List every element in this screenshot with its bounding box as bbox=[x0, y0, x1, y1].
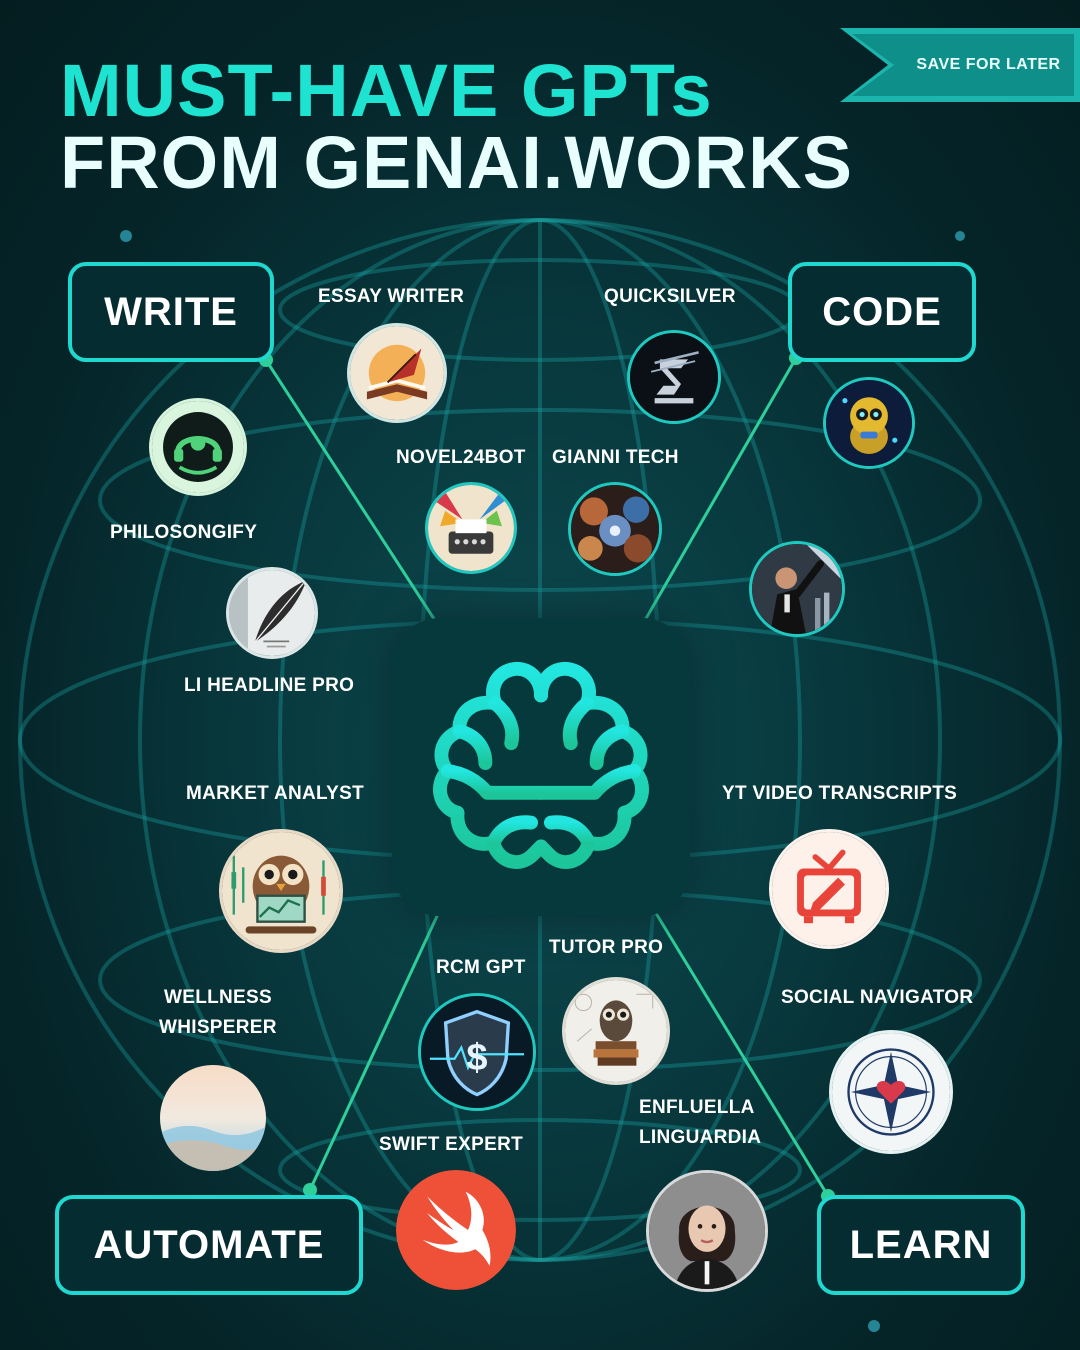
businessman-icon bbox=[752, 544, 842, 634]
gpt-label-swift-expert: SWIFT EXPERT bbox=[379, 1134, 523, 1155]
brain-icon bbox=[433, 661, 649, 869]
yt-video-transcripts-avatar[interactable] bbox=[769, 829, 889, 949]
category-automate: AUTOMATE bbox=[55, 1195, 363, 1295]
feather-icon bbox=[229, 570, 315, 656]
category-learn: LEARN bbox=[817, 1195, 1025, 1295]
gpt-label-yt-video-transcripts: YT VIDEO TRANSCRIPTS bbox=[722, 783, 958, 804]
businessman-avatar[interactable] bbox=[749, 541, 845, 637]
tv-pencil-icon bbox=[772, 832, 886, 946]
swift-expert-avatar[interactable] bbox=[396, 1170, 516, 1290]
save-for-later-button[interactable]: SAVE FOR LATER bbox=[916, 56, 1061, 73]
title-line-2: FROM GENAI.WORKS bbox=[60, 121, 853, 204]
sky-icon bbox=[160, 1065, 266, 1171]
category-code: CODE bbox=[788, 262, 976, 362]
gpt-label-wellness-line2: WHISPERER bbox=[159, 1017, 277, 1038]
gpt-label-enfluella-line1: ENFLUELLA bbox=[639, 1097, 755, 1118]
compass-heart-icon bbox=[832, 1033, 950, 1151]
headphones-logo-icon bbox=[152, 401, 244, 493]
title-line-1: MUST-HAVE GPTs bbox=[60, 49, 713, 132]
rcm-gpt-avatar[interactable]: $ bbox=[418, 993, 536, 1111]
swift-logo-icon bbox=[396, 1170, 516, 1290]
shield-dollar-icon: $ bbox=[421, 996, 533, 1108]
category-write: WRITE bbox=[68, 262, 274, 362]
gpt-label-gianni-tech: GIANNI TECH bbox=[552, 447, 679, 468]
gpt-label-essay-writer: ESSAY WRITER bbox=[318, 286, 465, 307]
gpt-label-tutor-pro: TUTOR PRO bbox=[549, 937, 664, 958]
quicksilver-avatar[interactable] bbox=[627, 330, 721, 424]
owl-books-icon bbox=[565, 980, 667, 1082]
save-ribbon-shape bbox=[840, 28, 1080, 102]
gpt-label-wellness-line1: WELLNESS bbox=[164, 987, 272, 1008]
wellness-whisperer-avatar[interactable] bbox=[160, 1065, 266, 1171]
typewriter-icon bbox=[428, 485, 514, 571]
svg-text:$: $ bbox=[466, 1037, 487, 1079]
gpt-label-market-analyst: MARKET ANALYST bbox=[186, 783, 365, 804]
owl-chart-icon bbox=[222, 832, 340, 950]
code-robot-avatar[interactable] bbox=[823, 377, 915, 469]
quicksilver-logo-icon bbox=[630, 333, 718, 421]
quill-book-icon bbox=[350, 326, 444, 420]
tutor-pro-avatar[interactable] bbox=[562, 977, 670, 1085]
brain-container bbox=[392, 618, 690, 916]
gpt-label-quicksilver: QUICKSILVER bbox=[604, 286, 736, 307]
enfluella-linguardia-avatar[interactable] bbox=[646, 1170, 768, 1292]
market-analyst-avatar[interactable] bbox=[219, 829, 343, 953]
essay-writer-avatar[interactable] bbox=[347, 323, 447, 423]
gpt-label-enfluella-line2: LINGUARDIA bbox=[639, 1127, 762, 1148]
spheres-icon bbox=[571, 485, 659, 573]
social-navigator-avatar[interactable] bbox=[829, 1030, 953, 1154]
woman-portrait-icon bbox=[649, 1173, 765, 1289]
robot-icon bbox=[826, 380, 912, 466]
philosongify-avatar[interactable] bbox=[149, 398, 247, 496]
gianni-tech-avatar[interactable] bbox=[568, 482, 662, 576]
gpt-label-social-navigator: SOCIAL NAVIGATOR bbox=[781, 987, 974, 1008]
li-headline-pro-avatar[interactable] bbox=[226, 567, 318, 659]
gpt-label-li-headline-pro: LI HEADLINE PRO bbox=[184, 675, 355, 696]
novel24bot-avatar[interactable] bbox=[425, 482, 517, 574]
gpt-label-novel24bot: NOVEL24BOT bbox=[396, 447, 526, 468]
gpt-label-rcm-gpt: RCM GPT bbox=[436, 957, 526, 978]
gpt-label-philosongify: PHILOSONGIFY bbox=[110, 522, 258, 543]
